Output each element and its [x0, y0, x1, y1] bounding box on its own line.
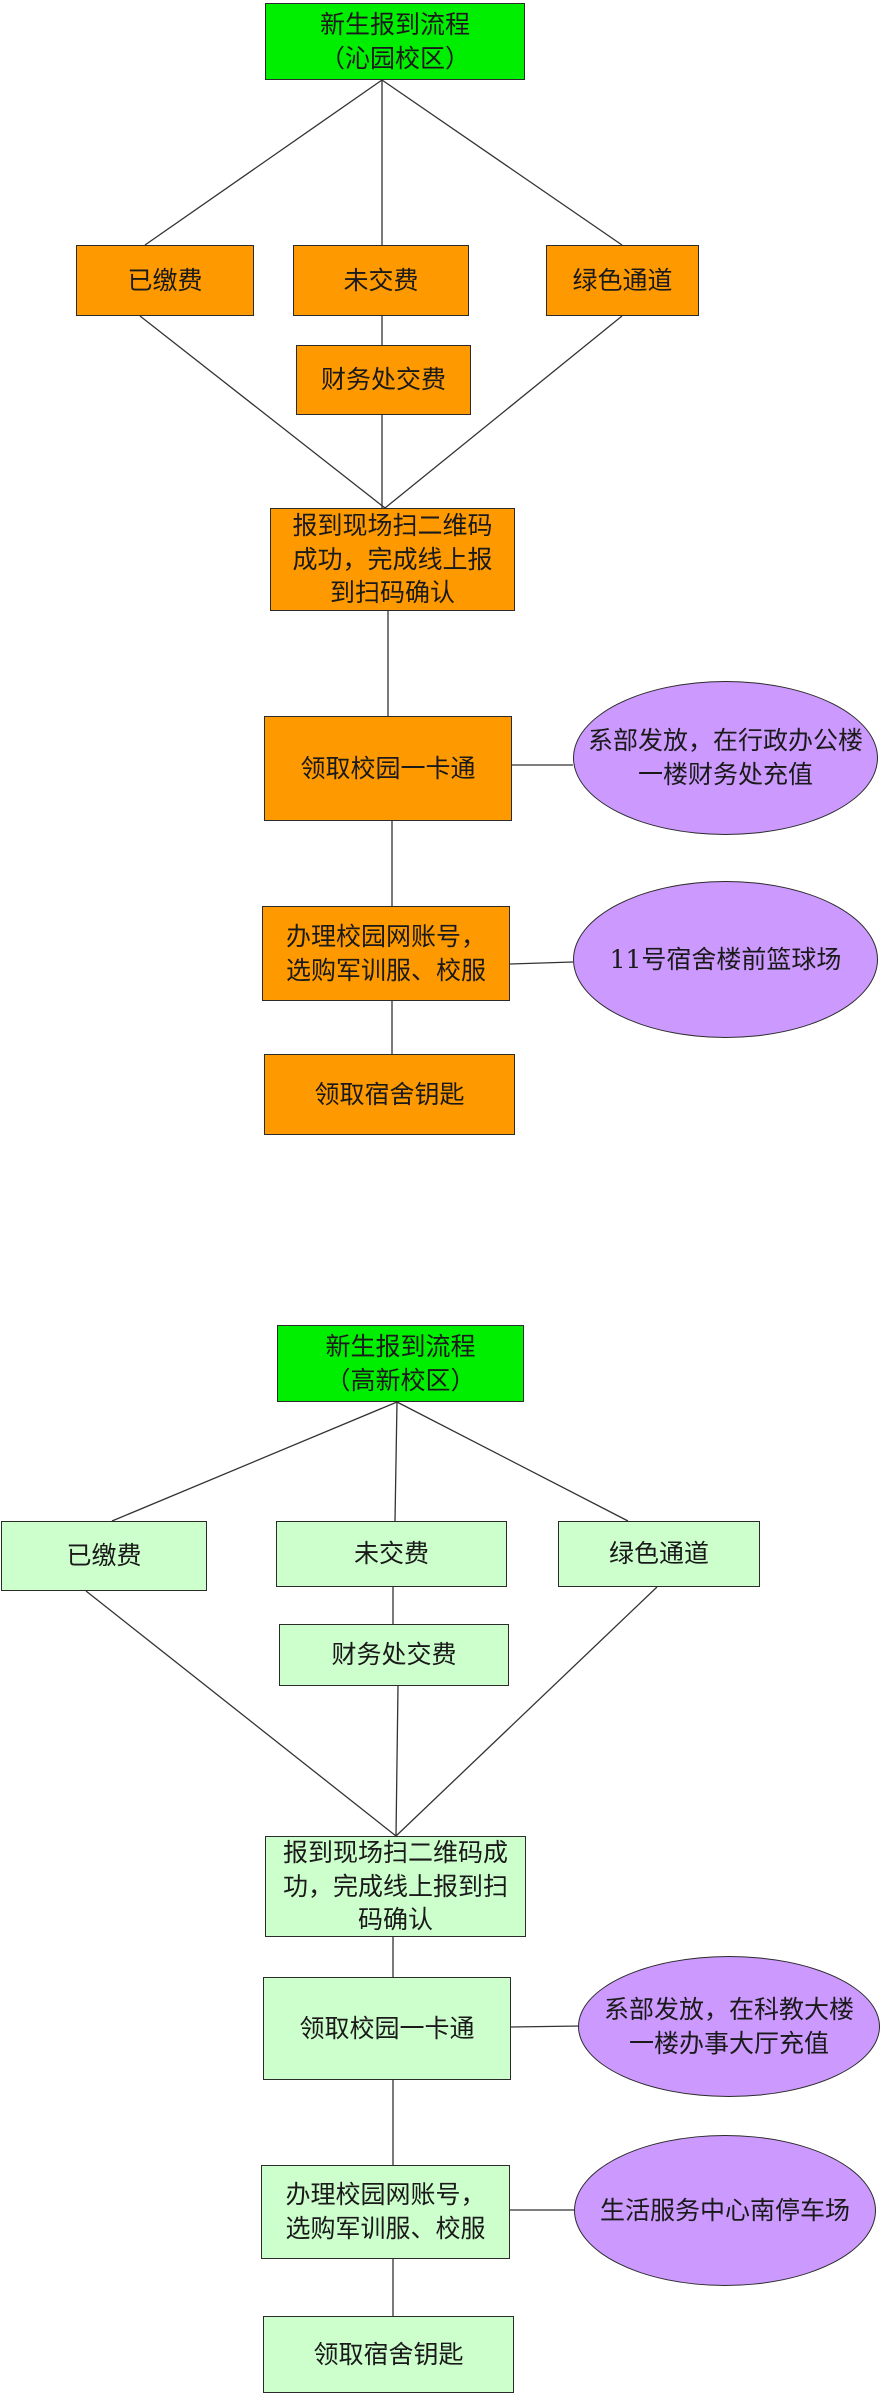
f2-link-title-paid [111, 1401, 398, 1522]
flow2-card-node: 领取校园一卡通 [263, 1977, 511, 2080]
flow1-scan-node: 报到现场扫二维码 成功，完成线上报 到扫码确认 [270, 508, 515, 611]
f2-link-title-unpaid [394, 1401, 398, 1522]
f1-link-green-scan [384, 315, 623, 509]
f2-link-card-note [510, 2025, 582, 2028]
flow1-finance-node: 财务处交费 [296, 345, 471, 415]
f1-link-network-note [509, 961, 574, 965]
flow1-card-note: 系部发放，在行政办公楼 一楼财务处充值 [573, 681, 878, 835]
flow2-title-node: 新生报到流程 （高新校区） [277, 1325, 524, 1402]
flow1-green-channel-node: 绿色通道 [546, 245, 699, 316]
flow1-title-node: 新生报到流程 （沁园校区） [265, 3, 525, 80]
f1-link-paid-scan [139, 315, 386, 509]
f2-link-paid-scan [85, 1590, 397, 1837]
flow1-paid-node: 已缴费 [76, 245, 254, 316]
flow1-key-node: 领取宿舍钥匙 [264, 1054, 515, 1135]
flow2-network-node: 办理校园网账号， 选购军训服、校服 [261, 2165, 510, 2259]
flow1-network-note: 11号宿舍楼前篮球场 [573, 881, 878, 1038]
flow2-green-channel-node: 绿色通道 [558, 1521, 760, 1587]
flow2-card-note: 系部发放，在科教大楼 一楼办事大厅充值 [578, 1956, 880, 2097]
f1-link-title-paid [144, 79, 383, 246]
f2-link-green-scan [395, 1586, 658, 1837]
flow1-network-node: 办理校园网账号， 选购军训服、校服 [262, 906, 510, 1001]
flow2-key-node: 领取宿舍钥匙 [263, 2316, 514, 2393]
flow2-finance-node: 财务处交费 [279, 1624, 509, 1686]
f2-link-title-green [396, 1401, 629, 1522]
flow1-card-node: 领取校园一卡通 [264, 716, 512, 821]
flow2-unpaid-node: 未交费 [276, 1521, 507, 1587]
f2-link-finance-scan [395, 1685, 399, 1837]
flow2-paid-node: 已缴费 [1, 1521, 207, 1591]
flow2-network-note: 生活服务中心南停车场 [574, 2135, 876, 2286]
f1-link-title-green [381, 79, 623, 246]
flow1-unpaid-node: 未交费 [293, 245, 469, 316]
flow2-scan-node: 报到现场扫二维码成 功，完成线上报到扫 码确认 [265, 1836, 526, 1937]
